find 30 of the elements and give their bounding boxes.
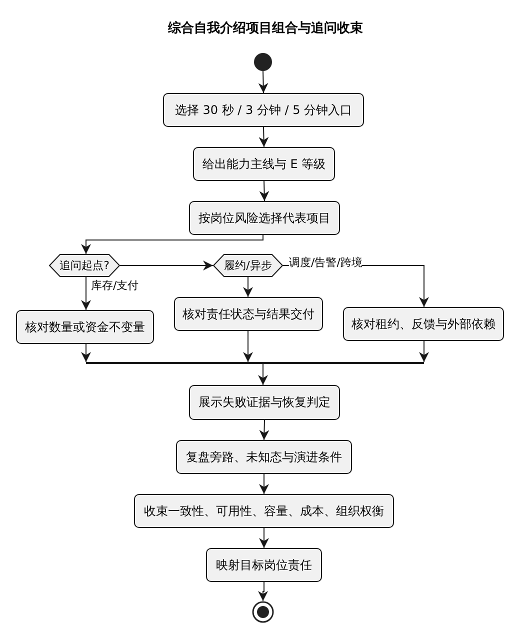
- action-box: 收束一致性、可用性、容量、成本、组织权衡: [134, 494, 394, 528]
- action-box: 按岗位风险选择代表项目: [189, 201, 340, 235]
- arrow: [243, 276, 253, 298]
- arrow: [81, 234, 264, 254]
- arrow: [419, 340, 429, 362]
- diagram-title: 综合自我介绍项目组合与追问收束: [168, 21, 363, 36]
- arrow: [243, 330, 253, 362]
- arrow: [258, 582, 268, 602]
- arrow: [258, 70, 268, 94]
- arrow: [258, 364, 268, 386]
- decision-label: 履约/异步: [224, 258, 272, 273]
- arrow: [259, 420, 270, 440]
- edge-label: 调度/告警/跨境: [289, 256, 362, 269]
- arrow: [258, 126, 269, 148]
- action-box: 核对租约、反馈与外部依赖: [343, 307, 504, 341]
- decision-label: 追问起点?: [60, 258, 110, 273]
- arrow: [81, 344, 91, 362]
- action-box: 给出能力主线与 E 等级: [193, 147, 335, 181]
- action-box: 选择 30 秒 / 3 分钟 / 5 分钟入口: [163, 93, 364, 127]
- arrow: [81, 276, 91, 310]
- arrow: [259, 528, 269, 548]
- arrow: [259, 180, 270, 202]
- action-box: 核对责任状态与结果交付: [174, 297, 323, 331]
- action-box: 核对数量或资金不变量: [16, 310, 154, 344]
- action-box: 展示失败证据与恢复判定: [189, 385, 340, 420]
- edge-label: 库存/支付: [91, 279, 139, 292]
- arrow: [259, 474, 269, 494]
- action-box: 复盘旁路、未知态与演进条件: [176, 440, 352, 474]
- arrow: [120, 260, 214, 270]
- action-box: 映射目标岗位责任: [206, 548, 322, 582]
